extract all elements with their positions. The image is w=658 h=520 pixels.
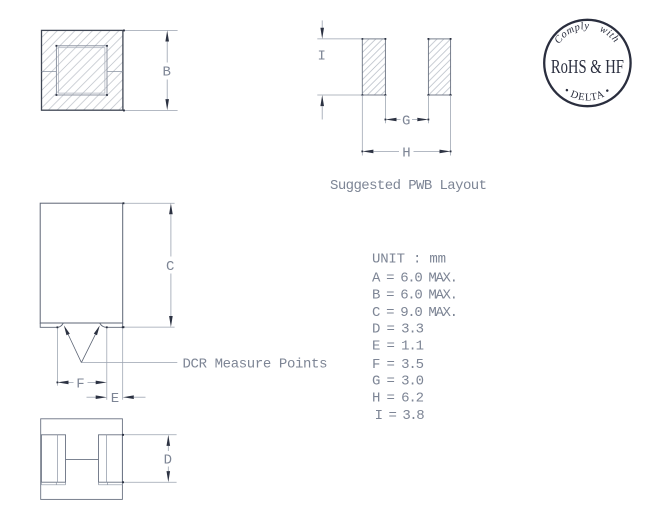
svg-text:C = 9.0 MAX.: C = 9.0 MAX. (372, 305, 458, 321)
svg-text:D: D (164, 453, 172, 469)
svg-text:E: E (111, 391, 119, 407)
svg-text:I: I (318, 48, 326, 64)
svg-text:H: H (402, 145, 410, 161)
svg-text:H = 6.2: H = 6.2 (372, 390, 424, 406)
svg-text:A = 6.0 MAX.: A = 6.0 MAX. (372, 270, 458, 286)
svg-text:E = 1.1: E = 1.1 (372, 339, 424, 355)
svg-text:• DELTA •: • DELTA • (562, 85, 614, 103)
svg-text:G: G (402, 114, 410, 130)
svg-text:B = 6.0 MAX.: B = 6.0 MAX. (372, 288, 458, 304)
svg-text:DCR Measure Points: DCR Measure Points (183, 356, 328, 372)
svg-text:C: C (166, 259, 174, 275)
svg-text:UNIT : mm: UNIT : mm (372, 251, 446, 267)
svg-text:F: F (76, 376, 84, 392)
svg-text:B: B (163, 65, 171, 81)
svg-text:I = 3.8: I = 3.8 (375, 408, 425, 424)
svg-text:Suggested PWB Layout: Suggested PWB Layout (330, 178, 487, 194)
svg-text:RoHS & HF: RoHS & HF (551, 56, 624, 78)
svg-text:D = 3.3: D = 3.3 (372, 322, 424, 338)
svg-text:G = 3.0: G = 3.0 (372, 374, 424, 390)
svg-text:F = 3.5: F = 3.5 (372, 357, 424, 373)
